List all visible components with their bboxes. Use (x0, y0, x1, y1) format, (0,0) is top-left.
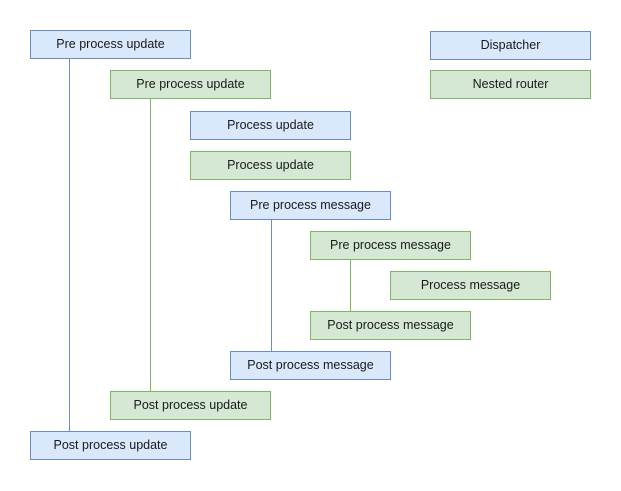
node-label: Post process message (247, 358, 374, 373)
node-label: Post process message (327, 318, 454, 333)
legend-label: Nested router (472, 77, 549, 92)
node-process-update-dispatcher[interactable]: Process update (190, 111, 351, 140)
node-label: Post process update (53, 438, 168, 453)
legend-dispatcher[interactable]: Dispatcher (430, 31, 591, 60)
connector-edge-router-inner (350, 260, 351, 311)
connector-edge-router-outer (150, 99, 151, 391)
connector-edge-dispatcher-inner (271, 220, 272, 351)
legend-nested-router[interactable]: Nested router (430, 70, 591, 99)
node-label: Process update (227, 158, 314, 173)
legend-label: Dispatcher (480, 38, 541, 53)
node-label: Pre process update (56, 37, 165, 52)
node-label: Pre process message (250, 198, 371, 213)
node-label: Process update (227, 118, 314, 133)
connector-edge-dispatcher-outer (69, 59, 70, 431)
node-process-message-router[interactable]: Process message (390, 271, 551, 300)
node-label: Pre process message (330, 238, 451, 253)
node-label: Pre process update (136, 77, 245, 92)
node-post-process-message-dispatcher[interactable]: Post process message (230, 351, 391, 380)
node-post-process-message-router[interactable]: Post process message (310, 311, 471, 340)
node-label: Process message (420, 278, 521, 293)
node-post-process-update-router[interactable]: Post process update (110, 391, 271, 420)
node-pre-process-update-dispatcher[interactable]: Pre process update (30, 30, 191, 59)
node-pre-process-message-router[interactable]: Pre process message (310, 231, 471, 260)
node-label: Post process update (133, 398, 248, 413)
node-pre-process-message-dispatcher[interactable]: Pre process message (230, 191, 391, 220)
node-pre-process-update-router[interactable]: Pre process update (110, 70, 271, 99)
node-post-process-update-dispatcher[interactable]: Post process update (30, 431, 191, 460)
node-process-update-router[interactable]: Process update (190, 151, 351, 180)
